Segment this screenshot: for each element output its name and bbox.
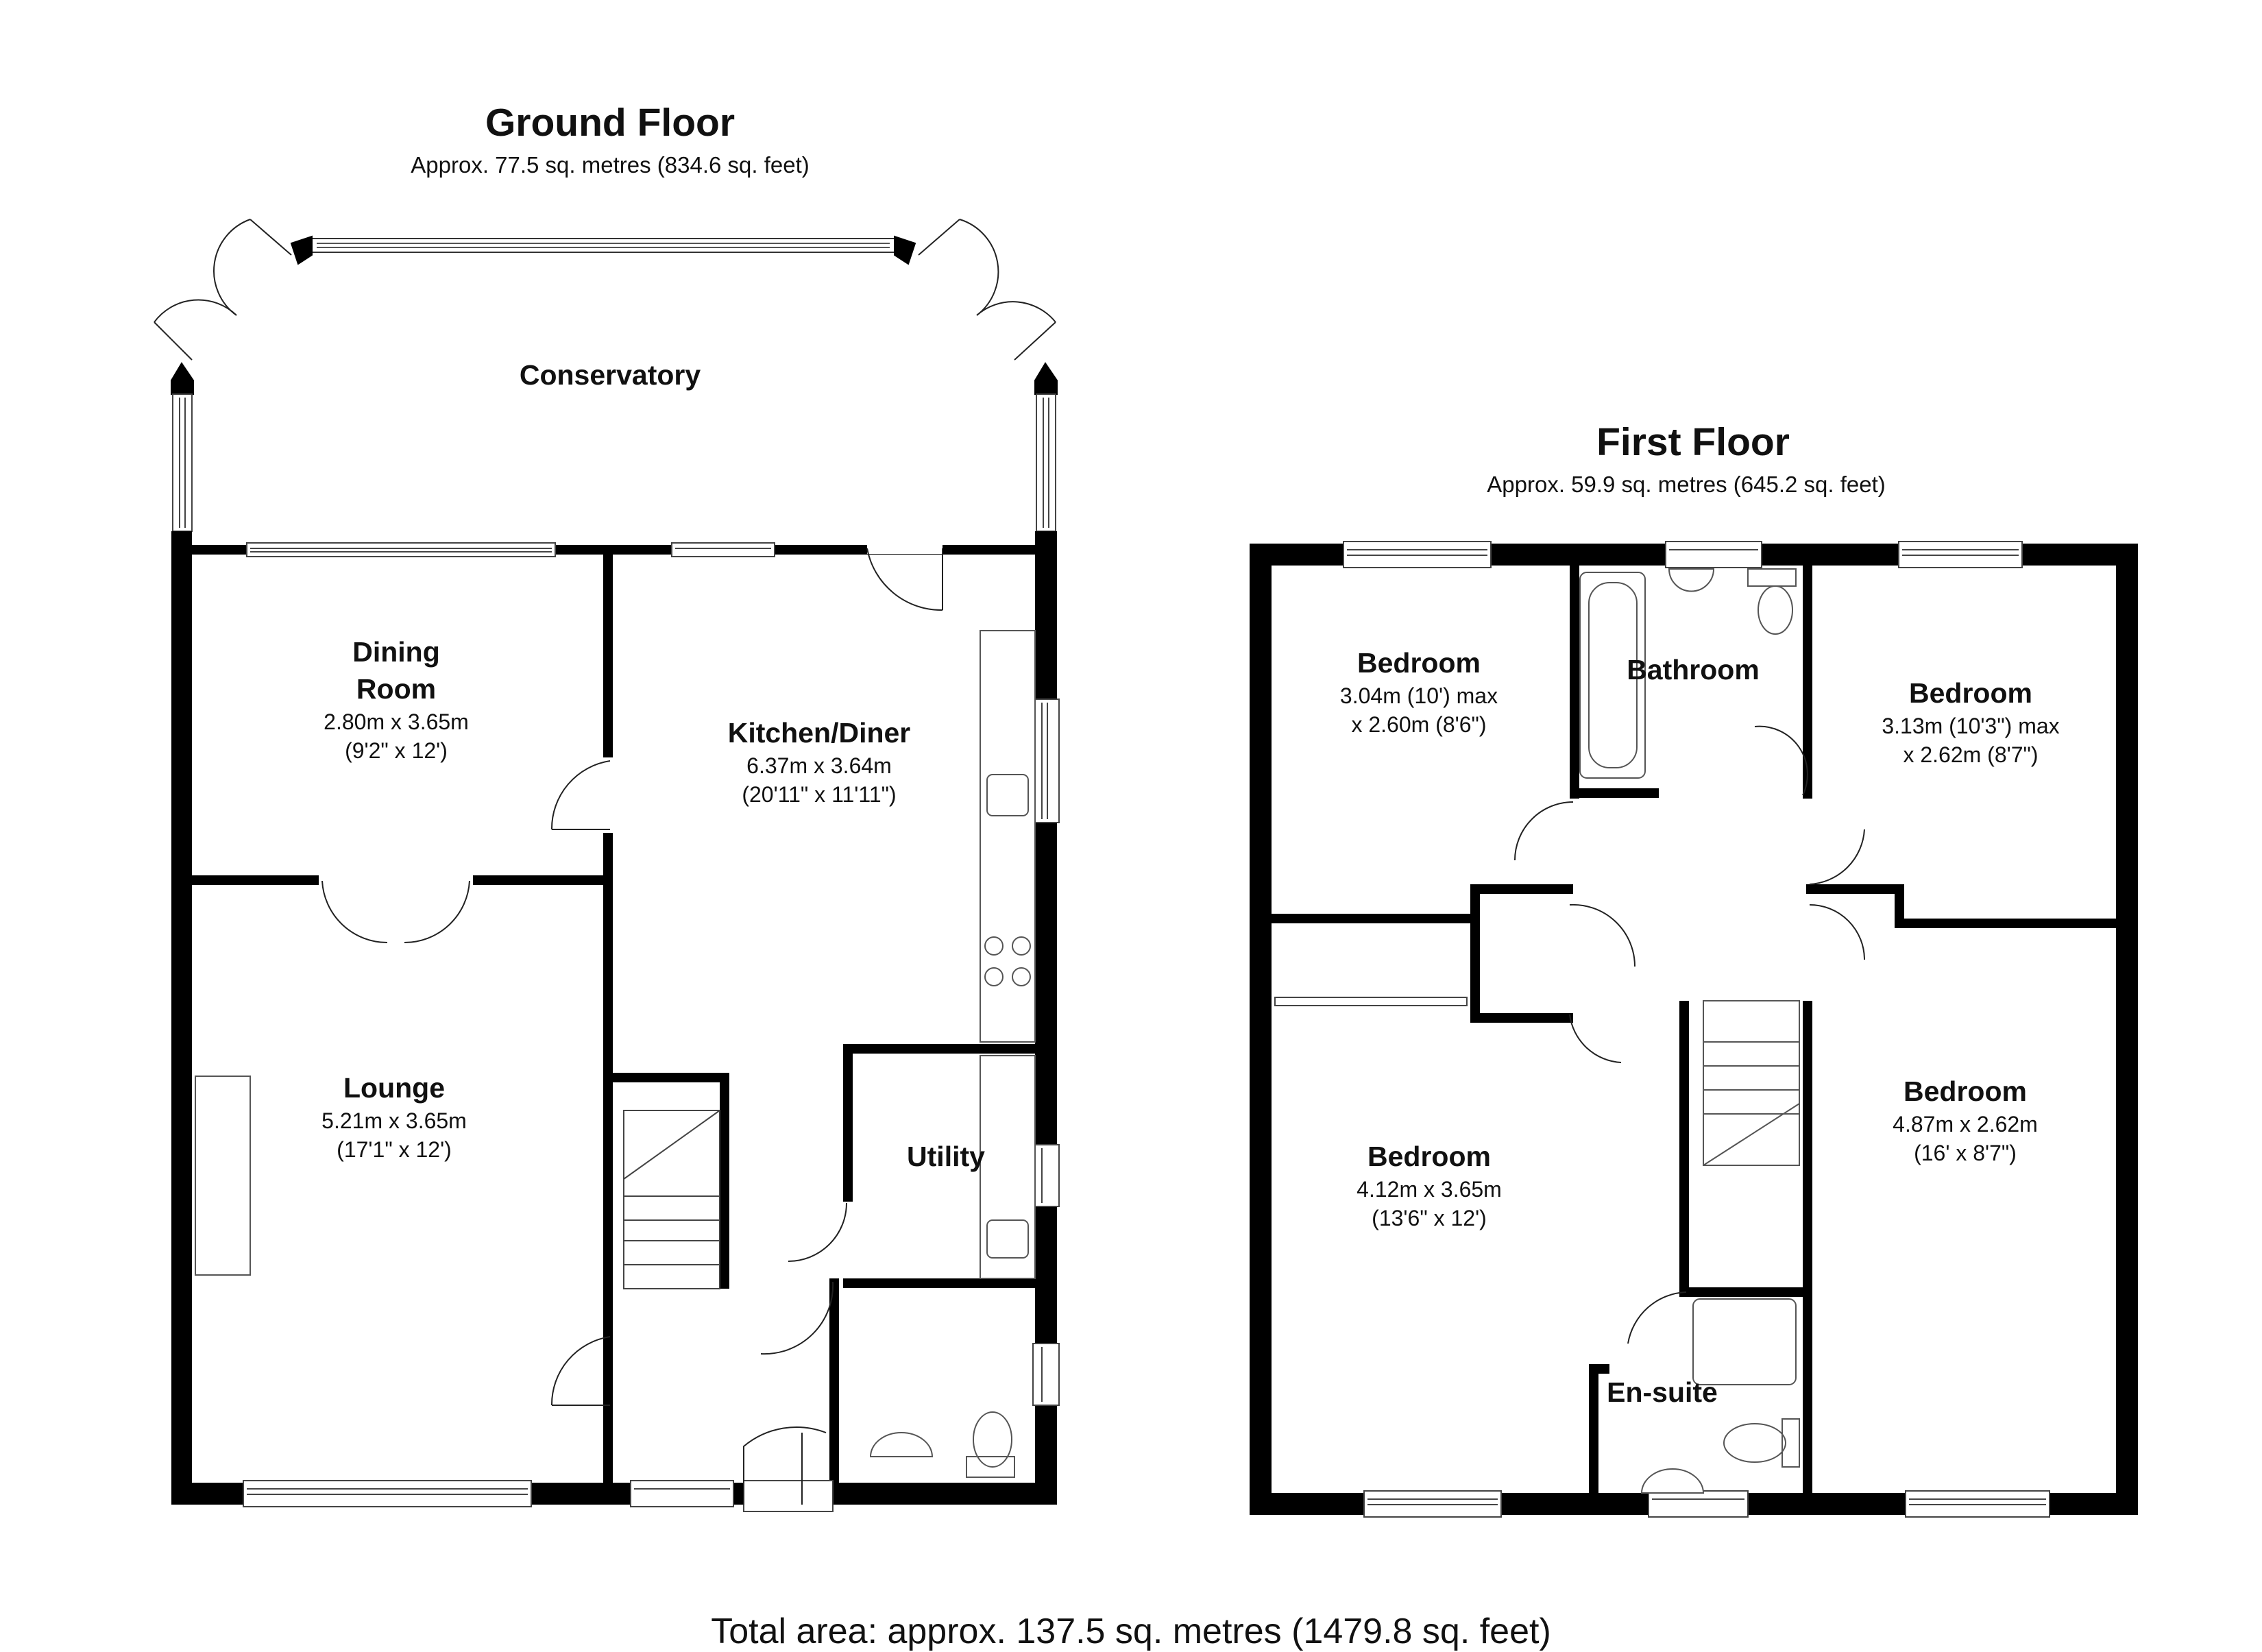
room-dimensions-second: x 2.62m (8'7") (1903, 742, 2039, 767)
room-name: Bedroom (1357, 647, 1481, 679)
room-name: Bathroom (1627, 654, 1760, 685)
first-floor-plan (1250, 541, 2138, 1518)
conservatory-right-doors (918, 219, 1056, 361)
room-bathroom: Bathroom (1627, 651, 1760, 688)
room-dimensions-imperial: (17'1" x 12') (337, 1137, 452, 1162)
ground-floor-plan (154, 219, 1060, 1512)
room-name: Conservatory (519, 359, 701, 391)
first-floor-title: First Floor (1596, 420, 1790, 464)
first-floor-windows (1274, 541, 2050, 1518)
room-dimensions-imperial: (20'11" x 11'11") (742, 782, 897, 807)
room-dining: Dining Room 2.80m x 3.65m (9'2" x 12') (324, 633, 469, 765)
room-utility: Utility (907, 1138, 985, 1175)
conservatory-left-doors (154, 219, 292, 361)
room-bedroom-se: Bedroom 4.87m x 2.62m (16' x 8'7") (1893, 1073, 2038, 1167)
room-dimensions: 3.13m (10'3") max (1882, 714, 2060, 738)
room-kitchen: Kitchen/Diner 6.37m x 3.64m (20'11" x 11… (728, 714, 911, 809)
first-floor-fixtures (1579, 568, 1800, 1494)
ground-floor-windows (243, 542, 1060, 1512)
first-floor-doors (1514, 725, 1865, 1344)
room-dimensions: 3.04m (10') max (1339, 683, 1498, 708)
ground-floor-fixtures (195, 630, 1036, 1478)
room-lounge: Lounge 5.21m x 3.65m (17'1" x 12') (321, 1069, 467, 1164)
first-floor-area: Approx. 59.9 sq. metres (645.2 sq. feet) (1487, 472, 1886, 497)
room-dimensions-imperial: (13'6" x 12') (1372, 1206, 1487, 1230)
room-dimensions: 5.21m x 3.65m (321, 1108, 467, 1133)
ground-floor-area: Approx. 77.5 sq. metres (834.6 sq. feet) (411, 152, 810, 178)
room-dimensions-imperial: (16' x 8'7") (1914, 1141, 2017, 1165)
room-dimensions: 4.87m x 2.62m (1893, 1112, 2038, 1137)
ground-floor-title: Ground Floor (485, 101, 735, 145)
room-name: Utility (907, 1141, 985, 1172)
room-dimensions: 4.12m x 3.65m (1357, 1177, 1502, 1202)
room-bedroom-ne: Bedroom 3.13m (10'3") max x 2.62m (8'7") (1882, 675, 2059, 769)
room-dimensions-second: x 2.60m (8'6") (1351, 712, 1487, 737)
wall-post (1034, 362, 1058, 395)
conservatory-window-top (290, 235, 916, 265)
wall-post (171, 362, 194, 395)
total-area: Total area: approx. 137.5 sq. metres (14… (711, 1612, 1551, 1651)
ground-floor-stairs (623, 1110, 720, 1289)
room-dimensions: 2.80m x 3.65m (324, 709, 469, 734)
room-name: Kitchen/Diner (727, 717, 911, 749)
room-name: Lounge (343, 1072, 446, 1104)
room-bedroom-sw: Bedroom 4.12m x 3.65m (13'6" x 12') (1357, 1138, 1502, 1232)
room-dimensions: 6.37m x 3.64m (746, 753, 892, 778)
room-name-line2: Room (356, 673, 437, 705)
ground-floor-doors (321, 543, 943, 1505)
room-bedroom-nw: Bedroom 3.04m (10') max x 2.60m (8'6") (1340, 644, 1498, 739)
room-name: En-suite (1607, 1376, 1718, 1408)
room-dimensions-imperial: (9'2" x 12') (345, 738, 448, 763)
room-name-line1: Dining (352, 636, 440, 668)
room-name: Bedroom (1904, 1076, 2027, 1107)
ground-floor-walls (171, 531, 1057, 1505)
room-name: Bedroom (1367, 1141, 1491, 1172)
room-conservatory: Conservatory (520, 356, 701, 393)
room-name: Bedroom (1909, 677, 2032, 709)
conservatory-side-windows (172, 393, 1056, 532)
room-ensuite: En-suite (1607, 1374, 1718, 1411)
